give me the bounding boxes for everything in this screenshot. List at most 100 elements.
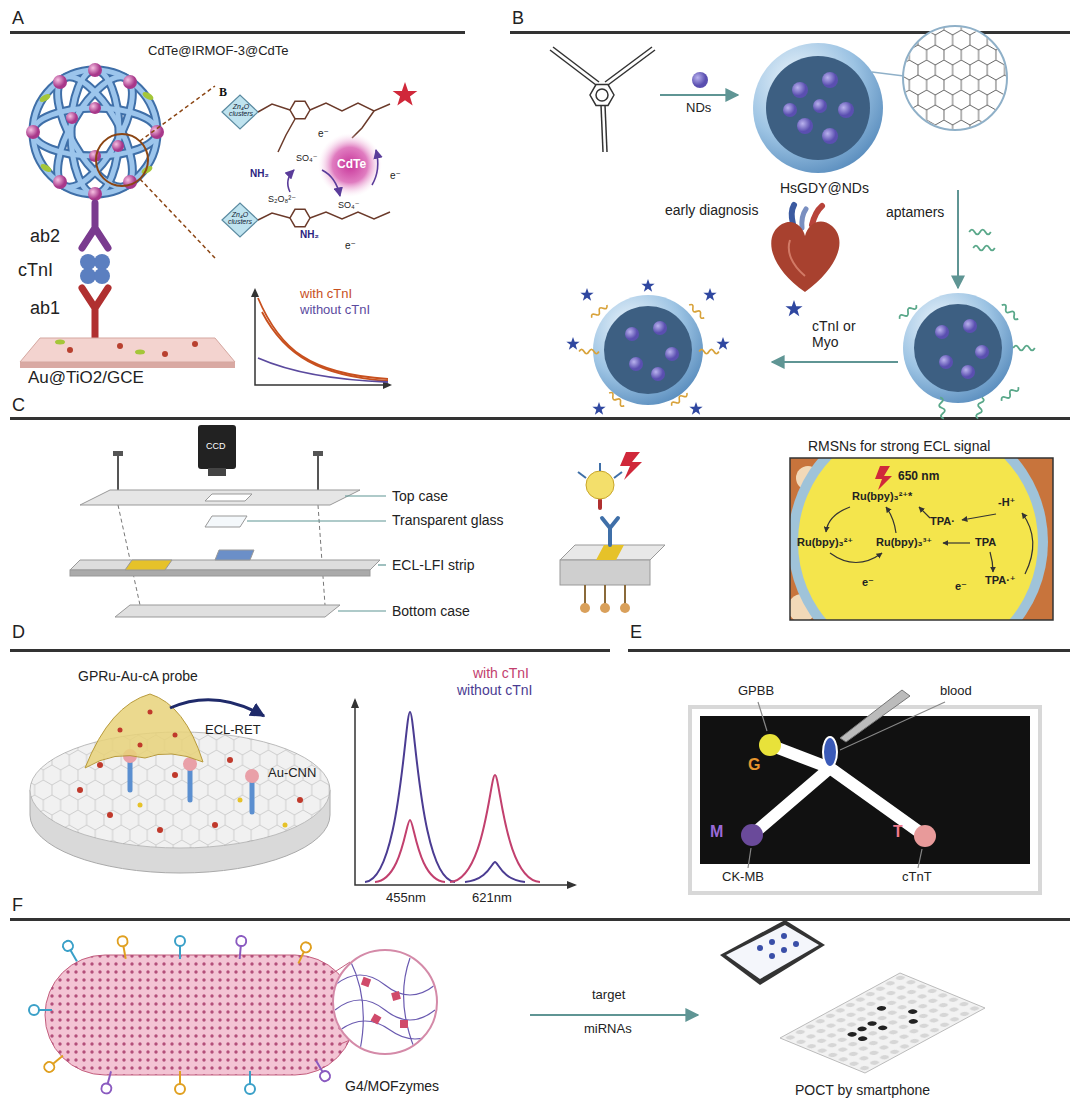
annotation-label: Top case — [392, 488, 448, 504]
legend-text: without cTnI — [300, 302, 370, 317]
ret-arrow — [170, 700, 264, 716]
inset-box: RMSNs for strong ECL signal — [790, 436, 1053, 620]
annotation-label: GPBB — [738, 684, 774, 699]
annotation-label: e⁻ — [318, 128, 329, 140]
paper-device — [688, 690, 1042, 895]
annotation-label: GPRu-Au-cA probe — [78, 668, 198, 684]
arrow — [957, 190, 959, 288]
linker-chains — [258, 101, 390, 226]
sphere — [903, 293, 1013, 403]
magnifier — [96, 134, 148, 186]
target-stars — [566, 279, 729, 415]
annotation-label: Au-CNN — [268, 766, 316, 781]
flash — [393, 82, 418, 106]
panel-letter: A — [12, 8, 24, 29]
annotation-label: NH₂ — [250, 168, 269, 180]
annotation-label: Ru(bpy)₃²⁺ — [797, 536, 853, 549]
annotation-label: ab1 — [30, 298, 60, 319]
annotation-label: Zn₄O clusters — [225, 103, 257, 118]
annotation-label: target — [592, 988, 625, 1003]
annotation-label: Ru(bpy)₃³⁺ — [876, 536, 932, 549]
g4-zoom — [333, 950, 440, 1054]
smartphone — [720, 920, 825, 985]
legend-text: with cTnI — [473, 665, 529, 681]
panel-letter: B — [512, 8, 524, 29]
annotation-label: NH₂ — [300, 229, 319, 241]
ctni-protein — [80, 254, 110, 284]
electrode — [20, 338, 235, 368]
legend-text: without cTnI — [457, 682, 532, 698]
annotation-label: ab2 — [30, 226, 60, 247]
sphere — [593, 295, 703, 405]
zoom-line — [872, 72, 904, 76]
cdte-dots — [26, 63, 164, 201]
aptamer-squiggles — [969, 230, 995, 251]
legend-entry: with cTnI — [473, 665, 529, 681]
strip-readout — [560, 452, 665, 613]
annotation-label: B — [219, 86, 227, 100]
annotation-label: miRNAs — [584, 1022, 632, 1037]
annotation-label: e⁻ — [390, 170, 401, 182]
zoom-lines — [140, 86, 215, 258]
aptamer-squiggles — [898, 303, 1035, 419]
annotation-label: M — [710, 823, 723, 841]
annotation-label: ECL-LFI strip — [392, 557, 474, 573]
annotation-label: 650 nm — [898, 470, 939, 484]
nanodot — [692, 72, 708, 88]
annotation-label: 621nm — [472, 891, 512, 906]
annotation-label: Au@TiO2/GCE — [28, 368, 144, 388]
arrow — [660, 94, 738, 96]
annotation-label: ECL-RET — [205, 723, 261, 738]
panel-letter: E — [630, 622, 642, 643]
heart — [771, 205, 839, 292]
annotation-label: CCD — [206, 441, 226, 451]
aptamer-squiggles — [579, 303, 719, 407]
screws — [113, 451, 325, 605]
annotation-label: TPA — [975, 536, 996, 549]
node-label: G4/MOFzymes — [345, 1078, 439, 1094]
annotation-label: CdTe — [337, 158, 366, 172]
leader-lines — [247, 496, 386, 611]
annotation-label: blood — [940, 684, 972, 699]
mof-capsule — [29, 935, 364, 1094]
probe-sheet — [85, 694, 203, 768]
device-layers — [70, 490, 380, 617]
zn-cluster — [222, 95, 258, 237]
annotation-label: Ru(bpy)₃²⁺* — [852, 490, 912, 503]
mof-cage — [33, 66, 157, 197]
annotation-label: -H⁺ — [998, 496, 1015, 509]
annotation-label: e⁻ — [955, 580, 967, 593]
annotation-label: TPA· — [930, 515, 955, 528]
annotation-label: SO₄⁻ — [296, 153, 317, 163]
graphdiyne-sphere: HsGDY@NDs — [752, 38, 887, 198]
annotation-label: T — [893, 823, 903, 841]
node-label: CdTe@IRMOF-3@CdTe — [148, 44, 289, 59]
panel-bars — [10, 31, 1070, 921]
panel-letter: C — [12, 395, 25, 416]
annotation-label: cTnT — [902, 870, 932, 885]
node-label: RMSNs for strong ECL signal — [808, 438, 990, 454]
graphdiyne-zoom — [900, 24, 1010, 134]
annotation-label: e⁻ — [345, 240, 356, 252]
precursor-molecule — [550, 47, 655, 152]
annotation-label: 455nm — [386, 891, 426, 906]
annotation-label: CK-MB — [722, 870, 764, 885]
annotation-label: NDs — [686, 101, 711, 116]
spectrum-plot — [351, 698, 577, 889]
target-star — [785, 300, 802, 316]
annotation-label: aptamers — [886, 204, 944, 220]
annotation-label: TPA·⁺ — [985, 574, 1016, 587]
annotation-label: Zn₄O clusters — [224, 211, 256, 226]
ccd-camera — [198, 425, 236, 476]
annotation-label: SO₄⁻ — [338, 200, 359, 210]
annotation-label: early diagnosis — [665, 202, 758, 218]
annotation-label: G — [748, 756, 760, 774]
annotation-label: e⁻ — [862, 576, 874, 589]
cdte-glow — [318, 133, 382, 197]
smartphone-readout: POCT by smartphone — [700, 918, 1000, 1100]
annotation-label: cTnI or Myo — [812, 318, 874, 350]
cycle-arrows — [288, 150, 378, 196]
